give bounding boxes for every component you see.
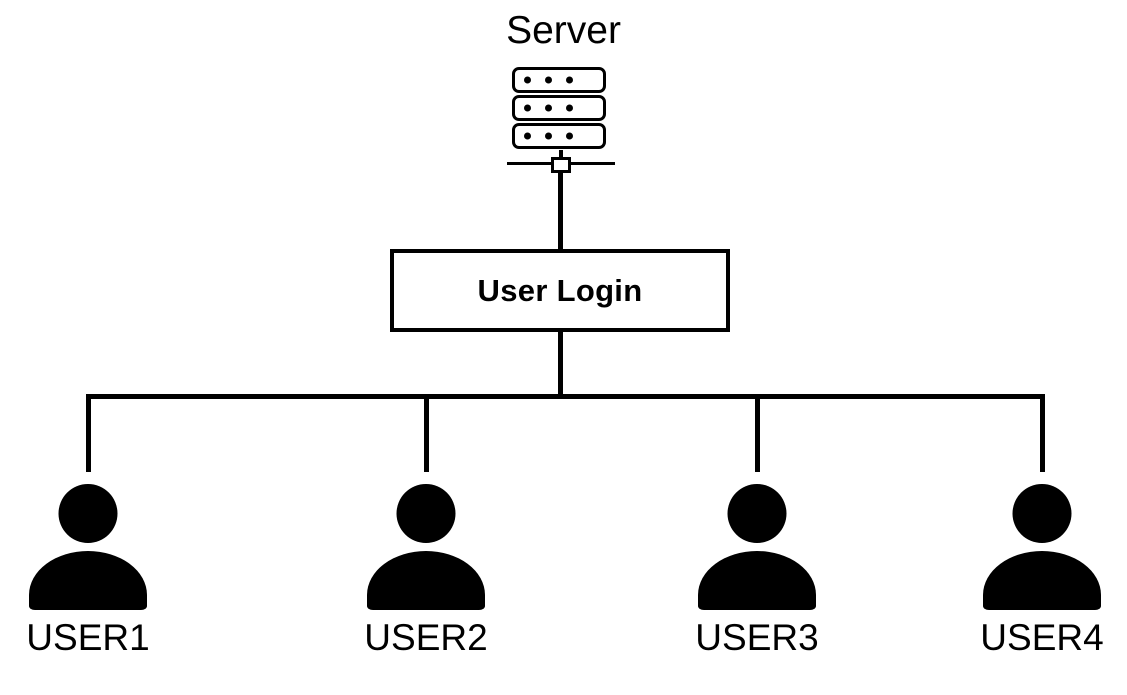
server-rack-dot: [524, 104, 531, 112]
server-rack-dots-3: [524, 132, 573, 140]
connector-login-to-bus: [558, 331, 563, 399]
server-title: Server: [506, 9, 621, 52]
user-head-shape: [58, 484, 118, 543]
user-body-shape: [367, 551, 485, 610]
user-person-icon: [691, 470, 823, 615]
server-rack-dots-1: [524, 76, 573, 84]
user-body-shape: [29, 551, 147, 610]
user-node-3[interactable]: USER3: [677, 470, 837, 659]
server-rack-icon: [505, 62, 617, 173]
user-label-2: USER2: [364, 617, 488, 658]
user-label-4: USER4: [980, 617, 1104, 658]
user-label-3: USER3: [695, 617, 819, 658]
user-head-shape: [727, 484, 787, 543]
user-person-icon: [22, 470, 154, 615]
server-rack-dot: [524, 132, 531, 140]
connector-bus-to-user2: [424, 394, 429, 472]
server-rack-dot: [545, 104, 552, 112]
server-rack-dot: [524, 76, 531, 84]
user-node-4[interactable]: USER4: [962, 470, 1122, 659]
server-rack-unit-2: [512, 95, 606, 121]
user-body-shape: [983, 551, 1101, 610]
server-rack-dots-2: [524, 104, 573, 112]
user-node-2[interactable]: USER2: [346, 470, 506, 659]
user-login-box[interactable]: User Login: [390, 249, 730, 332]
server-rack-dot: [545, 76, 552, 84]
user-login-label: User Login: [477, 272, 643, 308]
server-rack-dot: [566, 104, 573, 112]
server-rack-dot: [566, 76, 573, 84]
user-person-icon: [976, 470, 1108, 615]
server-rack-dot: [566, 132, 573, 140]
connector-bus-to-user4: [1040, 394, 1045, 472]
user-label-1: USER1: [26, 617, 150, 658]
connector-bus-to-user1: [86, 394, 91, 472]
user-head-shape: [396, 484, 456, 543]
connector-server-to-login: [558, 170, 563, 250]
connector-bus-to-user3: [755, 394, 760, 472]
server-rack-dot: [545, 132, 552, 140]
user-node-1[interactable]: USER1: [8, 470, 168, 659]
distribution-bus-line: [86, 394, 1045, 399]
user-head-shape: [1012, 484, 1072, 543]
user-body-shape: [698, 551, 816, 610]
server-rack-unit-1: [512, 67, 606, 93]
user-person-icon: [360, 470, 492, 615]
server-rack-unit-3: [512, 123, 606, 149]
